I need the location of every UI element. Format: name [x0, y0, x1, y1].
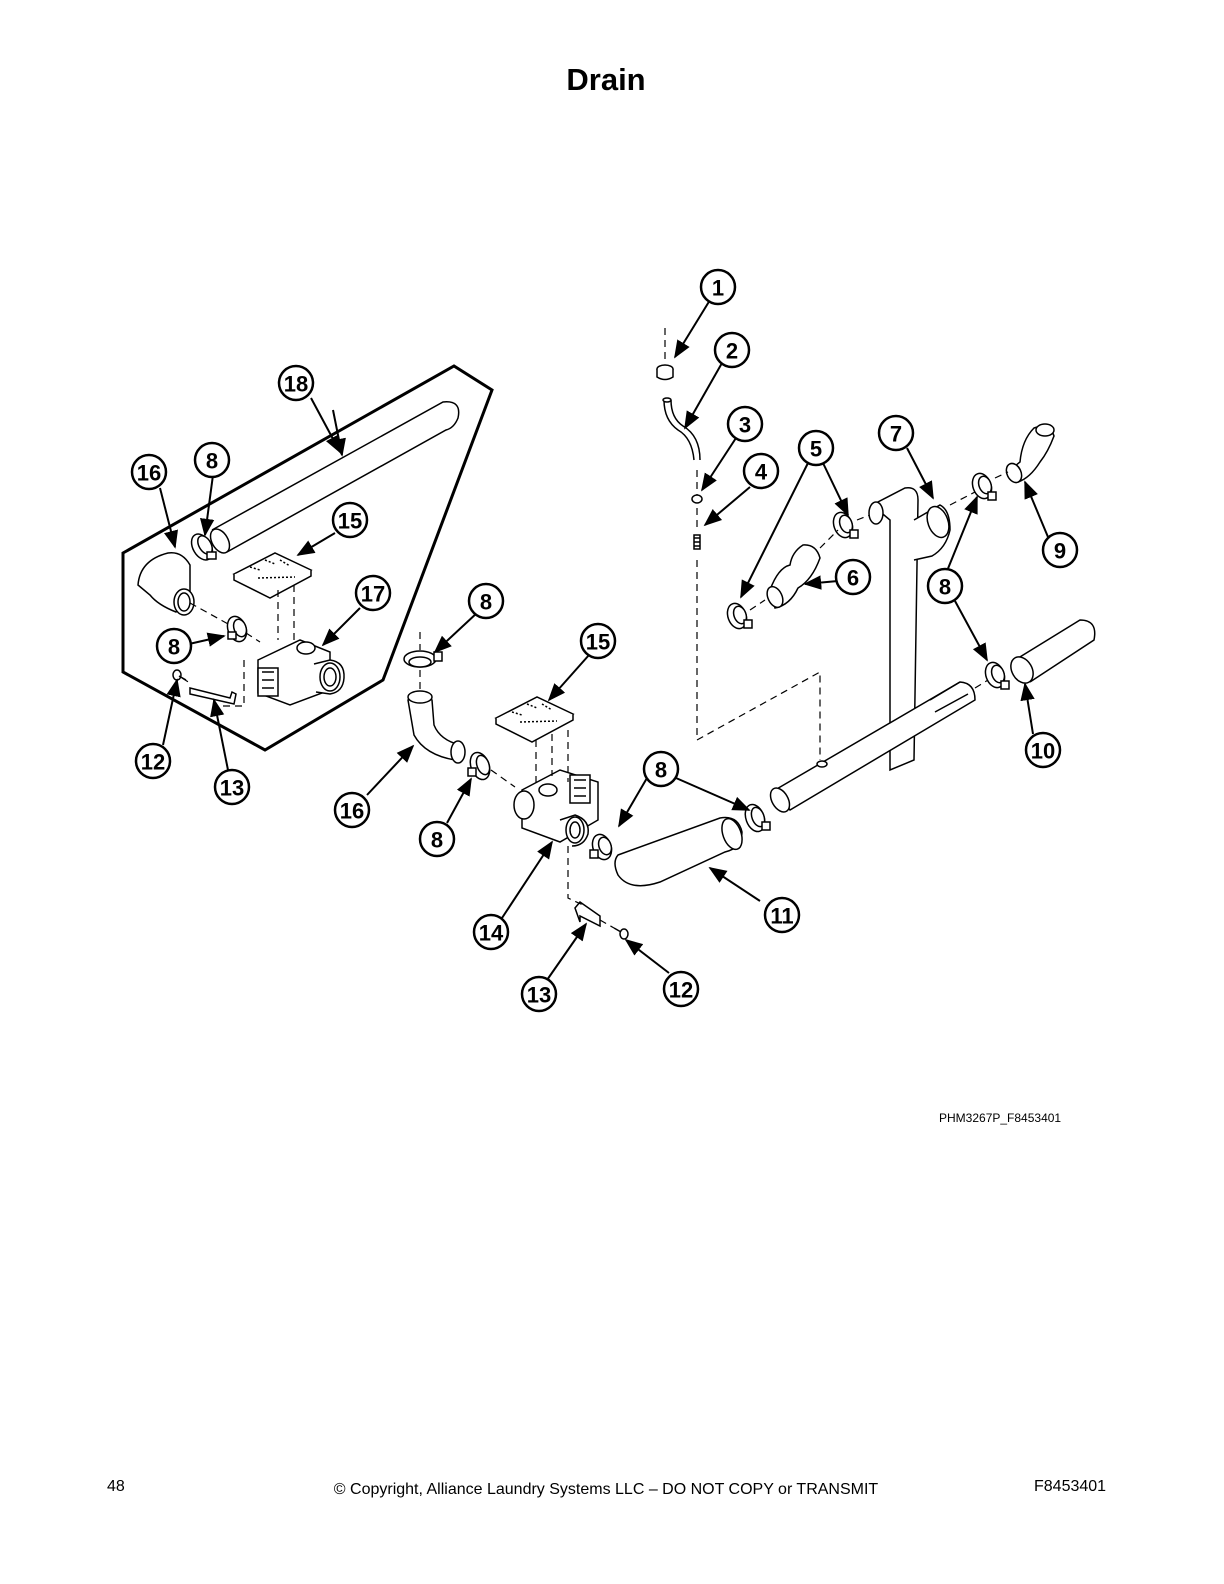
callout-label: 10: [1031, 739, 1055, 764]
callout-12-inset: [134, 742, 172, 780]
callout-label: 7: [890, 422, 902, 447]
callout-15-inset: [331, 501, 369, 539]
callout-label: 12: [141, 750, 165, 775]
callout-15-center: [579, 622, 617, 660]
clamp-8-center-right: [589, 833, 613, 861]
callout-label: 8: [168, 635, 180, 660]
drain-pipe-main: [769, 681, 976, 813]
callout-2: [713, 331, 751, 369]
copyright-notice: © Copyright, Alliance Laundry Systems LL…: [333, 1481, 879, 1498]
clamp-5-upper: [832, 511, 859, 539]
standpipe-7: [868, 487, 951, 772]
callout-1: [699, 268, 737, 306]
bracket-13-center: [574, 900, 601, 928]
callout-label: 14: [479, 921, 504, 946]
callout-label: 13: [220, 776, 244, 801]
page-title: Drain: [566, 62, 646, 97]
callout-8-right: [926, 567, 964, 605]
clamp-8-right-lower: [984, 661, 1010, 690]
hose-10: [1010, 619, 1096, 684]
callout-label: 17: [361, 582, 385, 607]
callout-13-center: [520, 975, 558, 1013]
callout-8-center-far: [642, 750, 680, 788]
valve-17: [257, 639, 345, 706]
callout-label: 6: [847, 566, 859, 591]
callout-8-center-mid: [418, 820, 456, 858]
clamp-5-lower: [726, 602, 753, 630]
screw-12-inset: [172, 669, 187, 681]
page-number: 48: [107, 1478, 125, 1495]
callout-label: 12: [669, 978, 693, 1003]
callout-label: 11: [770, 904, 793, 929]
callout-6: [834, 558, 872, 596]
callout-8-inset-top: [193, 441, 231, 479]
callout-label: 1: [712, 276, 724, 301]
clamp-8-inset-top: [190, 533, 217, 561]
callout-label: 9: [1054, 539, 1066, 564]
callout-4: [742, 452, 780, 490]
clamp-8-center-far: [744, 803, 771, 833]
callout-label: 8: [480, 590, 492, 615]
clamp-8-right-upper: [971, 472, 997, 501]
callout-11: [763, 896, 801, 934]
grommet-1: [656, 364, 674, 381]
clamp-8-center-top: [403, 650, 443, 668]
callout-label: 18: [284, 372, 308, 397]
callout-5: [797, 429, 835, 467]
figure-id: PHM3267P_F8453401: [939, 1111, 1062, 1125]
callout-14: [472, 913, 510, 951]
callout-label: 3: [739, 413, 751, 438]
callout-label: 8: [206, 449, 218, 474]
callout-label: 8: [939, 575, 951, 600]
callout-label: 15: [586, 630, 610, 655]
callout-label: 15: [338, 509, 362, 534]
hose-11: [614, 816, 743, 887]
callout-8-center-top: [467, 582, 505, 620]
callout-16-center: [333, 791, 371, 829]
clamp-8-inset-lower: [226, 615, 248, 643]
elbow-3: [691, 494, 703, 504]
hose-18: [209, 401, 460, 554]
callout-3: [726, 405, 764, 443]
bracket-13-inset: [189, 687, 237, 705]
tube-2: [662, 397, 701, 461]
valve-14: [513, 769, 599, 847]
callout-label: 2: [726, 339, 738, 364]
callout-label: 8: [655, 758, 667, 783]
document-number: F8453401: [1034, 1478, 1107, 1495]
clamp-8-center-mid: [467, 751, 491, 781]
callout-label: 5: [810, 437, 822, 462]
callout-label: 4: [755, 460, 768, 485]
screw-12-center: [613, 927, 629, 940]
callout-17: [354, 574, 392, 612]
callout-12-center: [662, 970, 700, 1008]
callout-label: 8: [431, 828, 443, 853]
barb-4: [693, 534, 701, 550]
screen-15-center: [494, 696, 575, 743]
callout-18: [277, 364, 315, 402]
callout-7: [877, 414, 915, 452]
callout-10: [1024, 731, 1062, 769]
inset-outline: [121, 364, 494, 752]
callout-label: 13: [527, 983, 551, 1008]
callout-label: 16: [340, 799, 364, 824]
elbow-16-center: [407, 690, 466, 764]
screen-15-inset: [232, 552, 313, 599]
elbow-16-inset: [137, 552, 195, 616]
callout-8-inset-lower: [155, 627, 193, 665]
callout-13-inset: [213, 768, 251, 806]
callout-16-inset: [130, 453, 168, 491]
hose-6: [766, 544, 821, 609]
callout-9: [1041, 531, 1079, 569]
callout-label: 16: [137, 461, 161, 486]
elbow-9: [1005, 423, 1055, 484]
